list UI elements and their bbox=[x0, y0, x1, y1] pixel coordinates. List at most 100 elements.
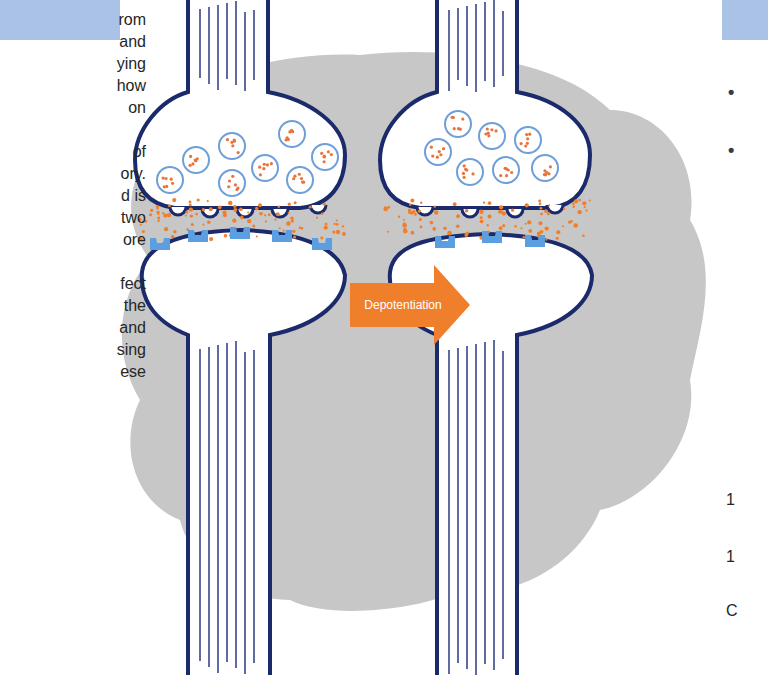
striation bbox=[217, 345, 219, 673]
vesicle bbox=[425, 139, 451, 165]
striation bbox=[244, 12, 246, 91]
neurotransmitter-dot bbox=[333, 223, 335, 225]
neurotransmitter-dot bbox=[501, 210, 503, 212]
neurotransmitter-dot bbox=[525, 223, 527, 225]
striation bbox=[475, 4, 477, 92]
vesicle bbox=[219, 133, 245, 159]
header-bar bbox=[722, 0, 768, 40]
neurotransmitter-dot bbox=[336, 223, 339, 226]
striation bbox=[493, 340, 495, 670]
neurotransmitter-dot bbox=[240, 216, 243, 219]
neurotransmitter-dot bbox=[442, 147, 445, 150]
release-pit bbox=[272, 209, 288, 217]
neurotransmitter-dot bbox=[234, 183, 237, 186]
neurotransmitter-dot bbox=[387, 231, 389, 233]
vesicle bbox=[157, 167, 183, 193]
arrow-label: Depotentiation bbox=[364, 298, 441, 312]
neurotransmitter-dot bbox=[453, 127, 456, 130]
neurotransmitter-dot bbox=[218, 206, 222, 210]
neurotransmitter-dot bbox=[233, 208, 237, 212]
striation bbox=[253, 350, 255, 663]
neurotransmitter-dot bbox=[490, 128, 493, 131]
neurotransmitter-dot bbox=[432, 227, 436, 231]
neurotransmitter-dot bbox=[196, 157, 199, 160]
neurotransmitter-dot bbox=[323, 155, 326, 158]
neurotransmitter-dot bbox=[409, 203, 411, 205]
neurotransmitter-dot bbox=[163, 185, 166, 188]
neurotransmitter-dot bbox=[438, 150, 441, 153]
striation bbox=[493, 0, 495, 87]
presynaptic-terminal bbox=[135, 0, 345, 208]
neurotransmitter-dot bbox=[487, 132, 490, 135]
neurotransmitter-dot bbox=[398, 216, 400, 218]
neurotransmitter-dot bbox=[293, 235, 296, 238]
neurotransmitter-dot bbox=[270, 162, 273, 165]
cut-off-text: fect bbox=[120, 274, 146, 294]
vesicle bbox=[445, 111, 471, 137]
neurotransmitter-dot bbox=[544, 209, 548, 213]
striation bbox=[466, 346, 468, 669]
neurotransmitter-dot bbox=[431, 155, 434, 158]
neurotransmitter-dot bbox=[410, 199, 414, 203]
neurotransmitter-dot bbox=[342, 232, 346, 236]
release-pit bbox=[547, 205, 563, 213]
cut-off-text: two bbox=[121, 208, 146, 228]
neurotransmitter-dot bbox=[572, 203, 575, 206]
neurotransmitter-dot bbox=[149, 213, 152, 216]
neurotransmitter-dot bbox=[330, 153, 333, 156]
neurotransmitter-dot bbox=[323, 155, 326, 158]
neurotransmitter-dot bbox=[291, 219, 294, 222]
striation bbox=[475, 344, 477, 675]
neurotransmitter-dot bbox=[507, 168, 510, 171]
cut-off-text: C bbox=[726, 601, 738, 621]
neurotransmitter-dot bbox=[167, 213, 171, 217]
cut-off-text: ory. bbox=[121, 164, 146, 184]
neurotransmitter-dot bbox=[290, 129, 293, 132]
neurotransmitter-dot bbox=[266, 163, 269, 166]
neurotransmitter-dot bbox=[300, 177, 303, 180]
neurotransmitter-dot bbox=[301, 180, 304, 183]
vesicle bbox=[279, 121, 305, 147]
cut-off-text: d is bbox=[121, 186, 146, 206]
neurotransmitter-dot bbox=[563, 207, 565, 209]
neurotransmitter-dot bbox=[568, 220, 571, 223]
neurotransmitter-dot bbox=[263, 163, 266, 166]
synapse-details bbox=[138, 0, 590, 675]
neurotransmitter-dot bbox=[499, 174, 502, 177]
neurotransmitter-dot bbox=[480, 220, 484, 224]
vesicle bbox=[479, 123, 505, 149]
neurotransmitter-dot bbox=[539, 221, 543, 225]
neurotransmitter-dot bbox=[321, 212, 324, 215]
neurotransmitter-dot bbox=[430, 146, 433, 149]
neurotransmitter-dot bbox=[228, 179, 231, 182]
arrow-fill bbox=[350, 265, 470, 345]
neurotransmitter-dot bbox=[223, 213, 227, 217]
release-pit bbox=[417, 207, 433, 215]
striation bbox=[208, 7, 210, 84]
neurotransmitter-dot bbox=[227, 185, 230, 188]
neurotransmitter-dot bbox=[412, 210, 416, 214]
neurotransmitter-dot bbox=[479, 209, 483, 213]
neurotransmitter-dot bbox=[434, 205, 436, 207]
neurotransmitter-dot bbox=[171, 235, 175, 239]
neurotransmitter-dot bbox=[265, 221, 267, 223]
neurotransmitter-dot bbox=[185, 215, 187, 217]
vesicle bbox=[493, 157, 519, 183]
neurotransmitter-dot bbox=[150, 209, 153, 212]
presynaptic-terminal bbox=[380, 0, 590, 208]
vesicle bbox=[515, 127, 541, 153]
neurotransmitter-dot bbox=[189, 207, 193, 211]
striation bbox=[199, 9, 201, 78]
neurotransmitter-dot bbox=[286, 221, 291, 226]
neurotransmitter-dot bbox=[403, 219, 405, 221]
neurotransmitter-dot bbox=[288, 203, 291, 206]
neurotransmitter-dot bbox=[239, 207, 243, 211]
neurotransmitter-dot bbox=[323, 203, 326, 206]
neurotransmitter-dot bbox=[195, 213, 198, 216]
vesicle bbox=[219, 170, 245, 196]
neurotransmitter-dot bbox=[207, 221, 210, 224]
neurotransmitter-dot bbox=[332, 231, 335, 234]
neurotransmitter-dot bbox=[545, 239, 547, 241]
neurotransmitter-dot bbox=[556, 237, 559, 240]
